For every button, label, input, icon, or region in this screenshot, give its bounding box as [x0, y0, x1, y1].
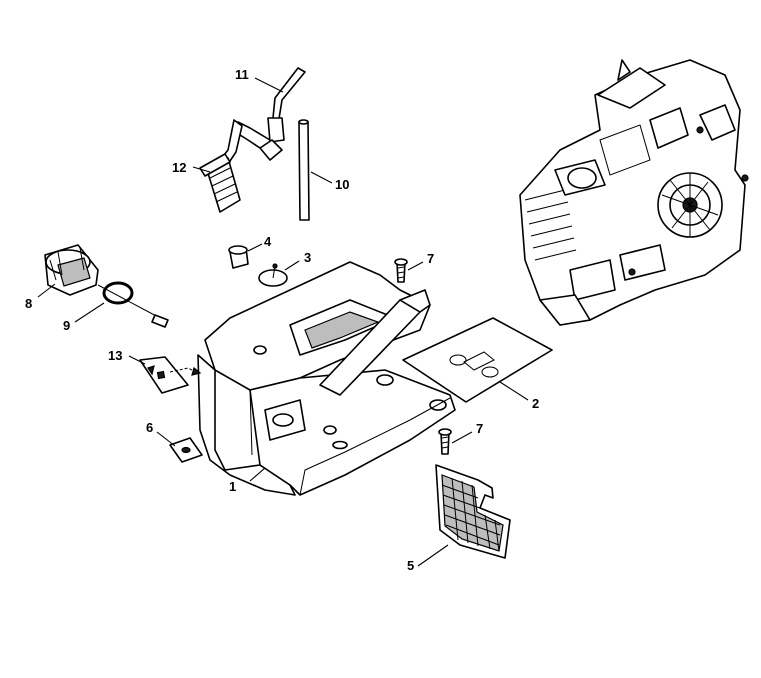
- callout-12: 12: [172, 160, 186, 175]
- callout-9: 9: [63, 318, 70, 333]
- callout-11: 11: [235, 67, 249, 82]
- part-4-plug: [228, 245, 249, 269]
- leader-lines: [37, 77, 529, 567]
- part-2-gasket: [402, 317, 553, 403]
- part-6-buffer: [169, 437, 203, 463]
- callout-3: 3: [304, 250, 311, 265]
- engine-assembly: [519, 59, 749, 326]
- callout-5: 5: [407, 558, 414, 573]
- callout-7-top: 7: [427, 251, 434, 266]
- part-1-tank-housing: [197, 261, 456, 496]
- callout-10: 10: [335, 177, 349, 192]
- part-8-tank-cap: [44, 244, 99, 296]
- callout-8: 8: [25, 296, 32, 311]
- callout-1: 1: [229, 479, 236, 494]
- part-12-fuel-filter: [199, 153, 241, 213]
- part-11-fuel-hose: [219, 67, 306, 165]
- part-13-label: [139, 356, 202, 394]
- callout-6: 6: [146, 420, 153, 435]
- callout-4: 4: [264, 234, 272, 249]
- callout-7-lower: 7: [476, 421, 483, 436]
- part-3-cap-washer: [258, 263, 288, 287]
- part-7-screw-top: [394, 258, 408, 283]
- part-5-heat-shield: [435, 464, 511, 559]
- part-10-tube: [298, 119, 310, 221]
- callout-labels: 1 2 3 4 5 6 7 7 8 9 10 11 12 13: [25, 67, 539, 573]
- part-7-screw-lower: [438, 428, 452, 455]
- callout-13: 13: [108, 348, 122, 363]
- callout-2: 2: [532, 396, 539, 411]
- part-9-seal-ring: [97, 281, 169, 328]
